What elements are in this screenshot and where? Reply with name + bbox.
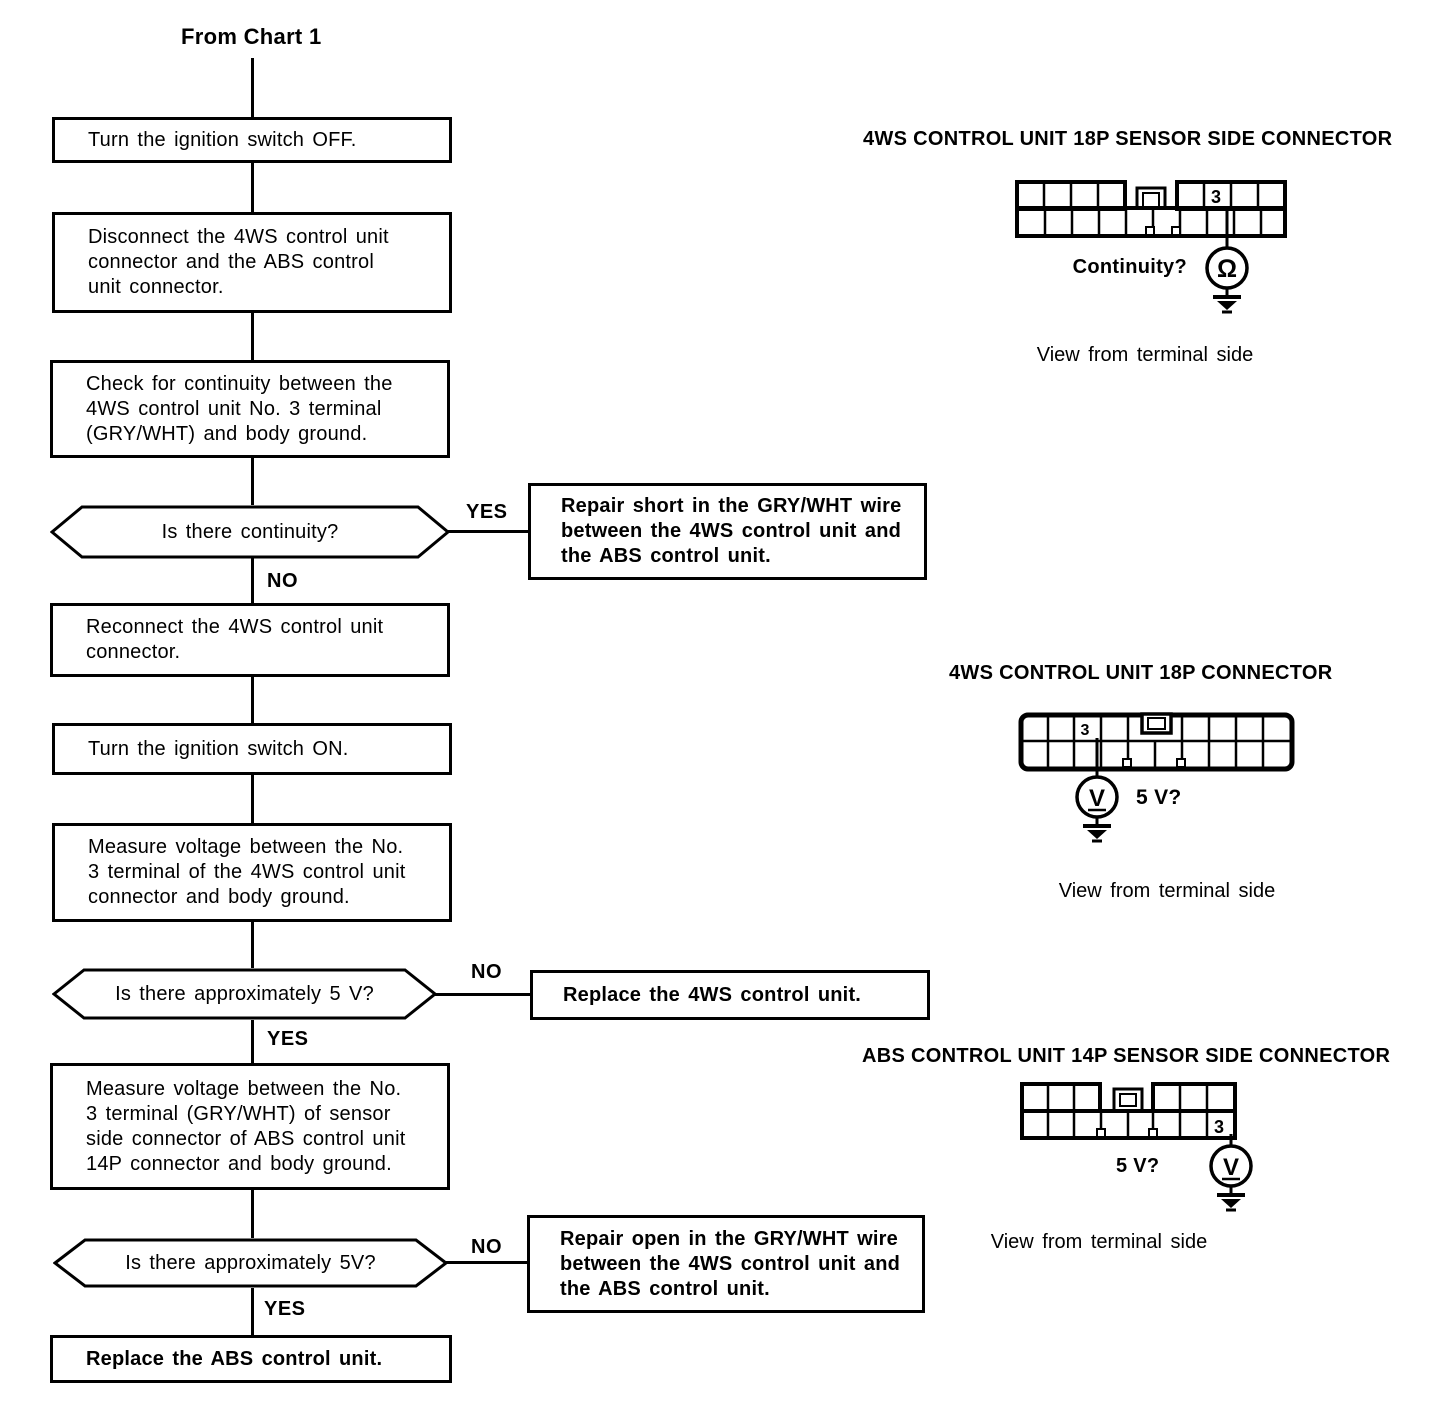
flow-line [251, 922, 254, 968]
step-measure-voltage-4ws-text: Measure voltage between the No. 3 termin… [88, 836, 406, 908]
branch-label-yes: YES [466, 501, 508, 523]
keying-tab-icon [1140, 712, 1173, 735]
decision-5v-4ws-text: Is there approximately 5 V? [115, 982, 374, 1005]
continuity-question-label: Continuity? [1072, 256, 1187, 278]
panel-title-14p-sensor: ABS CONTROL UNIT 14P SENSOR SIDE CONNECT… [862, 1045, 1391, 1067]
keying-tab-icon [1112, 1087, 1144, 1113]
branch-label-no: NO [471, 961, 502, 983]
result-replace-4ws-text: Replace the 4WS control unit. [563, 983, 862, 1006]
flow-line [251, 1288, 254, 1335]
hexagon-shape [52, 968, 437, 1020]
flow-line [251, 1190, 254, 1238]
step-ignition-off-box: Turn the ignition switch OFF. [52, 117, 452, 163]
step-measure-voltage-abs-box: Measure voltage between the No. 3 termin… [50, 1063, 450, 1190]
result-replace-abs-text: Replace the ABS control unit. [86, 1347, 383, 1370]
view-from-terminal-caption: View from terminal side [1036, 344, 1254, 366]
flow-line [251, 313, 254, 360]
result-repair-open-text: Repair open in the GRY/WHT wire between … [560, 1227, 901, 1300]
result-repair-short-text: Repair short in the GRY/WHT wire between… [561, 495, 902, 567]
step-disconnect-connectors-box: Disconnect the 4WS control unit connecto… [52, 212, 452, 313]
connector-14p-sensor-diagram: 3 V [1020, 1082, 1253, 1212]
flow-line [435, 993, 530, 996]
branch-label-no: NO [267, 570, 298, 592]
volt-symbol: V [1089, 785, 1105, 812]
branch-label-yes: YES [267, 1028, 309, 1050]
hexagon-shape [53, 1238, 448, 1288]
panel-title-18p-sensor: 4WS CONTROL UNIT 18P SENSOR SIDE CONNECT… [863, 128, 1393, 150]
volt-symbol: V [1223, 1154, 1239, 1181]
voltage-question-label: 5 V? [1116, 1155, 1160, 1177]
step-check-continuity-text: Check for continuity between the 4WS con… [86, 372, 393, 445]
flow-line [251, 677, 254, 724]
flow-line [251, 58, 254, 117]
notch [1171, 226, 1181, 236]
ground-icon [1213, 288, 1241, 314]
step-measure-voltage-4ws-box: Measure voltage between the No. 3 termin… [52, 823, 452, 922]
decision-5v-abs: Is there approximately 5V? [53, 1238, 448, 1288]
branch-label-no: NO [471, 1236, 502, 1258]
keying-tab-icon [1135, 186, 1167, 210]
step-ignition-on-box: Turn the ignition switch ON. [52, 723, 452, 775]
flow-line [251, 558, 254, 603]
decision-continuity: Is there continuity? [50, 505, 450, 559]
notch [1145, 226, 1155, 236]
from-chart-label: From Chart 1 [181, 24, 322, 49]
notch [1176, 758, 1186, 768]
notch [1122, 758, 1132, 768]
view-from-terminal-caption: View from terminal side [1058, 880, 1276, 902]
step-ignition-off-text: Turn the ignition switch OFF. [88, 128, 357, 151]
notch [1148, 1128, 1158, 1138]
step-reconnect-connector-box: Reconnect the 4WS control unit connector… [50, 603, 450, 677]
connector-18p-diagram: 3 V [1018, 712, 1295, 843]
decision-continuity-text: Is there continuity? [161, 520, 339, 543]
view-from-terminal-caption: View from terminal side [990, 1231, 1208, 1253]
pin-3-label: 3 [1214, 1117, 1224, 1137]
decision-5v-abs-text: Is there approximately 5V? [125, 1251, 376, 1274]
pin-3-label: 3 [1211, 187, 1221, 207]
step-measure-voltage-abs-text: Measure voltage between the No. 3 termin… [86, 1077, 406, 1175]
notch [1096, 1128, 1106, 1138]
ground-icon [1083, 817, 1111, 843]
flow-line [251, 458, 254, 505]
flow-line [251, 1020, 254, 1063]
hexagon-shape [50, 505, 450, 559]
ground-icon [1217, 1186, 1245, 1212]
step-disconnect-connectors-text: Disconnect the 4WS control unit connecto… [88, 226, 389, 298]
flow-line [448, 530, 528, 533]
pin-3-label: 3 [1081, 722, 1090, 739]
decision-5v-4ws: Is there approximately 5 V? [52, 968, 437, 1020]
flow-line [446, 1261, 527, 1264]
step-ignition-on-text: Turn the ignition switch ON. [88, 737, 349, 760]
panel-title-18p: 4WS CONTROL UNIT 18P CONNECTOR [949, 662, 1333, 684]
result-repair-open-box: Repair open in the GRY/WHT wire between … [527, 1215, 925, 1313]
step-reconnect-connector-text: Reconnect the 4WS control unit connector… [86, 616, 384, 663]
result-repair-short-box: Repair short in the GRY/WHT wire between… [528, 483, 927, 580]
result-replace-4ws-box: Replace the 4WS control unit. [530, 970, 930, 1020]
ohm-symbol: Ω [1217, 255, 1237, 283]
flow-line [251, 775, 254, 823]
step-check-continuity-box: Check for continuity between the 4WS con… [50, 360, 450, 458]
voltage-question-label: 5 V? [1136, 786, 1182, 809]
flow-line [251, 163, 254, 212]
connector-18p-sensor-diagram: 3 Ω [1015, 180, 1287, 314]
branch-label-yes: YES [264, 1298, 306, 1320]
connector-grid [1020, 1082, 1237, 1140]
result-replace-abs-box: Replace the ABS control unit. [50, 1335, 452, 1383]
